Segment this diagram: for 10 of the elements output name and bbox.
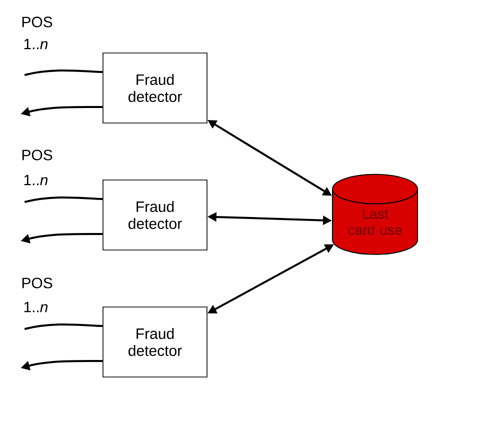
label-text: 1..n xyxy=(24,302,48,312)
process-box: Fraud detector xyxy=(102,306,208,378)
label-text: POS xyxy=(22,278,52,288)
database-cylinder: Last card use xyxy=(332,174,418,255)
process-box: Fraud detector xyxy=(102,52,208,124)
label-text: POS xyxy=(22,16,52,28)
label-text: 1..n xyxy=(24,38,48,50)
label-text: 1..n xyxy=(24,174,48,186)
process-box: Fraud detector xyxy=(102,180,208,250)
label-text: POS xyxy=(22,150,52,160)
